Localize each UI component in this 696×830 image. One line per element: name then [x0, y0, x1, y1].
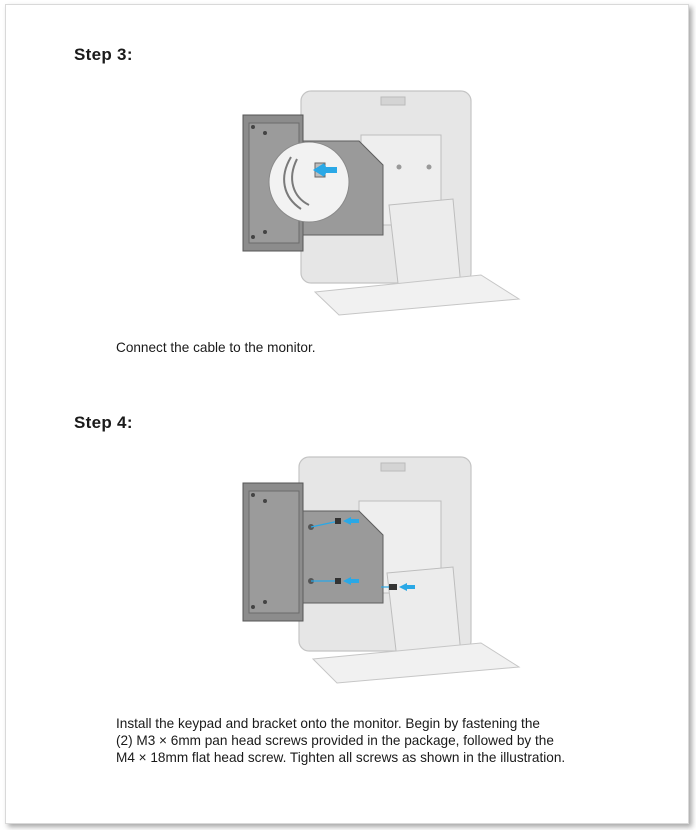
- monitor-cable-connection-illustration: [242, 90, 521, 316]
- caption-line: M4 × 18mm flat head screw. Tighten all s…: [116, 750, 566, 765]
- bracket-screw-installation-illustration: [242, 456, 521, 684]
- step-3-caption: Connect the cable to the monitor.: [116, 339, 316, 356]
- caption-line: Connect the cable to the monitor.: [116, 340, 316, 355]
- manual-page: Step 3: Connect the cable to the monitor…: [5, 4, 689, 824]
- step-4-title: Step 4:: [74, 413, 133, 432]
- caption-line: Install the keypad and bracket onto the …: [116, 716, 540, 731]
- step-3-title: Step 3:: [74, 45, 133, 64]
- step-4-caption: Install the keypad and bracket onto the …: [116, 715, 565, 766]
- caption-line: (2) M3 × 6mm pan head screws provided in…: [116, 733, 554, 748]
